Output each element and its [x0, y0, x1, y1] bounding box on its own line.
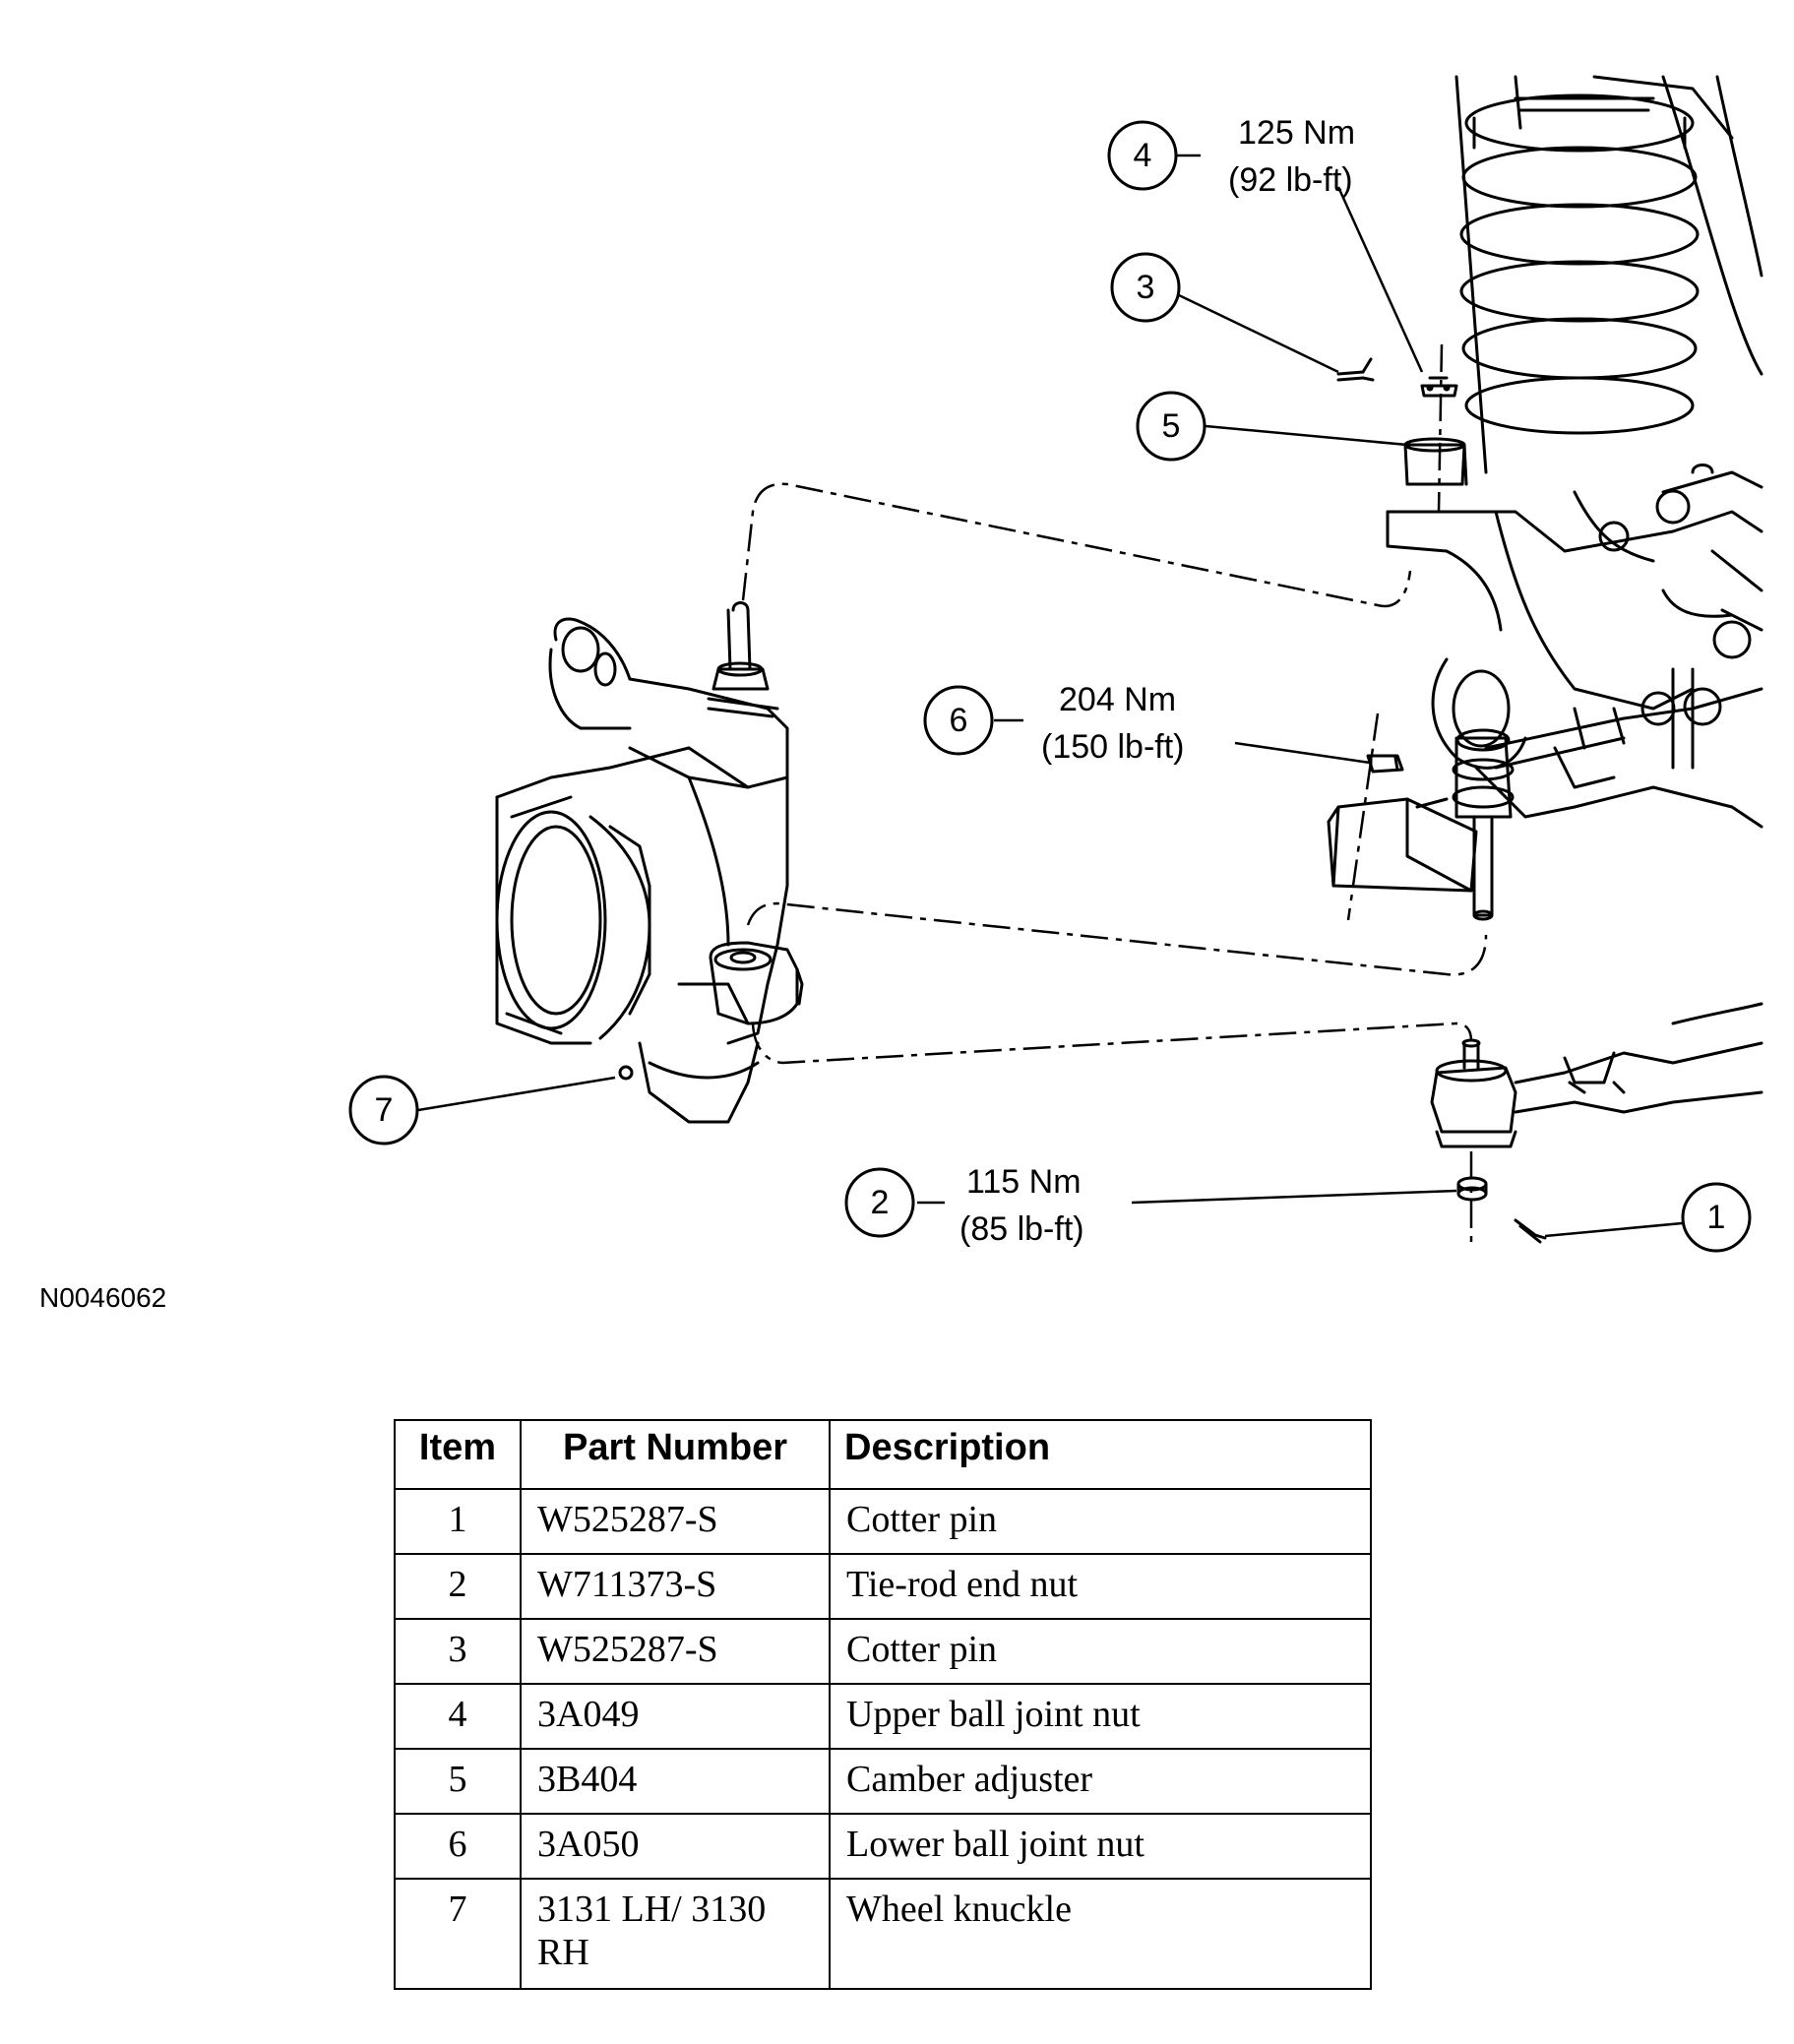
callout-5-circle: [1136, 391, 1206, 462]
cell-item: 7: [394, 1878, 522, 1990]
table-row: 2 W711373-S Tie-rod end nut: [394, 1553, 1372, 1620]
cell-item: 3: [394, 1618, 522, 1685]
parts-table: Item Part Number Description 1 W525287-S…: [394, 1419, 1372, 1990]
callout-1-circle: [1681, 1182, 1752, 1253]
lower-ball-joint-nut: [1366, 754, 1404, 774]
torque-4-imperial: (92 lb-ft): [1228, 161, 1353, 199]
callout-5-number: 5: [1162, 407, 1181, 445]
leader-2: [1131, 1189, 1457, 1205]
header-description: Description: [829, 1419, 1372, 1490]
callout-7-number: 7: [375, 1091, 394, 1129]
table-header-row: Item Part Number Description: [394, 1419, 1372, 1490]
cell-item: 4: [394, 1683, 522, 1750]
cell-description: Camber adjuster: [829, 1748, 1372, 1815]
callout-2-number: 2: [871, 1184, 890, 1221]
leader-7: [417, 1076, 616, 1112]
upper-ball-joint-nut: [1420, 376, 1458, 398]
table-row: 7 3131 LH/ 3130 RH Wheel knuckle: [394, 1878, 1372, 1990]
callout-3-circle: [1110, 252, 1181, 323]
header-part-number: Part Number: [520, 1419, 831, 1490]
cell-description: Lower ball joint nut: [829, 1813, 1372, 1880]
table-row: 6 3A050 Lower ball joint nut: [394, 1813, 1372, 1880]
table-row: 4 3A049 Upper ball joint nut: [394, 1683, 1372, 1750]
cell-item: 2: [394, 1553, 522, 1620]
cell-part-number: W525287-S: [520, 1488, 831, 1555]
cell-item: 5: [394, 1748, 522, 1815]
lower-ball-joint: [1452, 728, 1515, 921]
cotter-pin-lower: [1514, 1218, 1547, 1244]
callout-7-circle: [348, 1075, 419, 1146]
tie-rod-end: [1430, 1002, 1763, 1148]
callout-6-number: 6: [950, 702, 968, 739]
torque-2-metric: 115 Nm: [966, 1163, 1082, 1201]
cell-description: Cotter pin: [829, 1488, 1372, 1555]
cell-item: 1: [394, 1488, 522, 1555]
cell-description: Tie-rod end nut: [829, 1553, 1372, 1620]
cotter-pin-upper: [1336, 357, 1375, 382]
callout-1-number: 1: [1707, 1199, 1726, 1236]
torque-4-metric: 125 Nm: [1238, 114, 1355, 152]
leader-3: [1178, 293, 1339, 374]
callout-2-circle: [844, 1167, 915, 1238]
cell-part-number: W711373-S: [520, 1553, 831, 1620]
cell-part-number: 3A049: [520, 1683, 831, 1750]
cell-description: Upper ball joint nut: [829, 1683, 1372, 1750]
cell-description: Wheel knuckle: [829, 1878, 1372, 1990]
header-item: Item: [394, 1419, 522, 1490]
camber-adjuster: [1403, 437, 1468, 486]
callout-4-circle: [1107, 120, 1178, 191]
table-row: 1 W525287-S Cotter pin: [394, 1488, 1372, 1555]
table-row: 5 3B404 Camber adjuster: [394, 1748, 1372, 1815]
leader-4: [1336, 186, 1424, 373]
suspension-exploded-diagram: 4 3 5 6 7 2 1 125 Nm (92 lb-ft) 204 Nm (…: [348, 75, 1763, 1253]
leader-6: [1234, 741, 1371, 765]
callout-3-number: 3: [1137, 269, 1155, 306]
callout-4-number: 4: [1134, 137, 1152, 174]
cell-part-number: W525287-S: [520, 1618, 831, 1685]
torque-6-metric: 204 Nm: [1059, 681, 1176, 718]
leader-1: [1544, 1220, 1694, 1238]
cell-part-number: 3B404: [520, 1748, 831, 1815]
figure-id: N0046062: [39, 1282, 167, 1313]
torque-6-imperial: (150 lb-ft): [1041, 728, 1185, 766]
cell-part-number: 3131 LH/ 3130 RH: [520, 1878, 831, 1990]
torque-2-imperial: (85 lb-ft): [959, 1210, 1084, 1248]
table-row: 3 W525287-S Cotter pin: [394, 1618, 1372, 1685]
cell-item: 6: [394, 1813, 522, 1880]
cell-description: Cotter pin: [829, 1618, 1372, 1685]
leader-5: [1205, 424, 1408, 447]
wheel-knuckle: [495, 601, 804, 1124]
callout-6-circle: [923, 685, 994, 756]
cell-part-number: 3A050: [520, 1813, 831, 1880]
coil-spring-assembly: [1327, 75, 1763, 893]
